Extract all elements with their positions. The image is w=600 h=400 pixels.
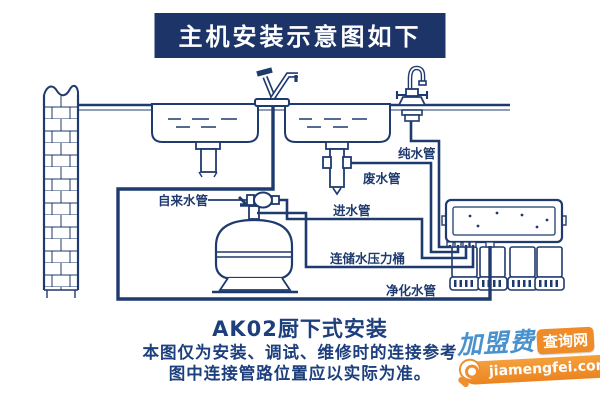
watermark-badge: 查询网 bbox=[536, 326, 595, 355]
pure-water-pipe bbox=[409, 121, 452, 249]
note-line-1: 本图仅为安装、调试、维修时的连接参考 bbox=[142, 343, 458, 362]
pressure-tank bbox=[212, 196, 298, 294]
note-line-2: 图中连接管路位置应以实际为准。 bbox=[168, 364, 432, 383]
filter-bracket bbox=[441, 198, 567, 248]
purified-water-pipe bbox=[116, 107, 492, 301]
pipe-connector bbox=[246, 191, 280, 209]
watermark-domain: jiamengfei.com bbox=[488, 357, 600, 380]
inlet-water-pipe bbox=[279, 198, 468, 260]
notes: 本图仅为安装、调试、维修时的连接参考 图中连接管路位置应以实际为准。 bbox=[0, 342, 600, 384]
plumbing-diagram: 纯水管 废水管 自来水管 进水管 连储水压力桶 净化水管 bbox=[42, 65, 567, 301]
diagram-caption: AK02厨下式安装 bbox=[212, 317, 388, 341]
filter-cartridges bbox=[449, 246, 565, 291]
label-tank-connect: 连储水压力桶 bbox=[330, 251, 405, 266]
label-inlet-water: 进水管 bbox=[333, 203, 371, 218]
brick-wall bbox=[42, 84, 80, 298]
label-pure-water: 纯水管 bbox=[398, 146, 436, 161]
pipes bbox=[116, 107, 492, 301]
waste-water-pipe bbox=[351, 161, 460, 254]
drinking-faucet bbox=[395, 65, 429, 122]
label-tap-water: 自来水管 bbox=[158, 193, 208, 208]
filter-unit bbox=[441, 198, 567, 291]
watermark-domain-pill: jiamengfei.com bbox=[457, 353, 600, 389]
label-waste-water: 废水管 bbox=[363, 171, 401, 186]
pipe-labels: 纯水管 废水管 自来水管 进水管 连储水压力桶 净化水管 bbox=[158, 146, 436, 298]
page-title: 主机安装示意图如下 bbox=[154, 13, 446, 58]
tank-pipe bbox=[257, 211, 475, 269]
label-purified-water: 净化水管 bbox=[386, 283, 436, 298]
watermark: 加盟费 查询网 jiamengfei.com bbox=[456, 326, 600, 389]
double-sink bbox=[151, 103, 391, 196]
kitchen-faucet bbox=[254, 67, 298, 107]
watermark-brand: 加盟费 bbox=[456, 326, 536, 360]
